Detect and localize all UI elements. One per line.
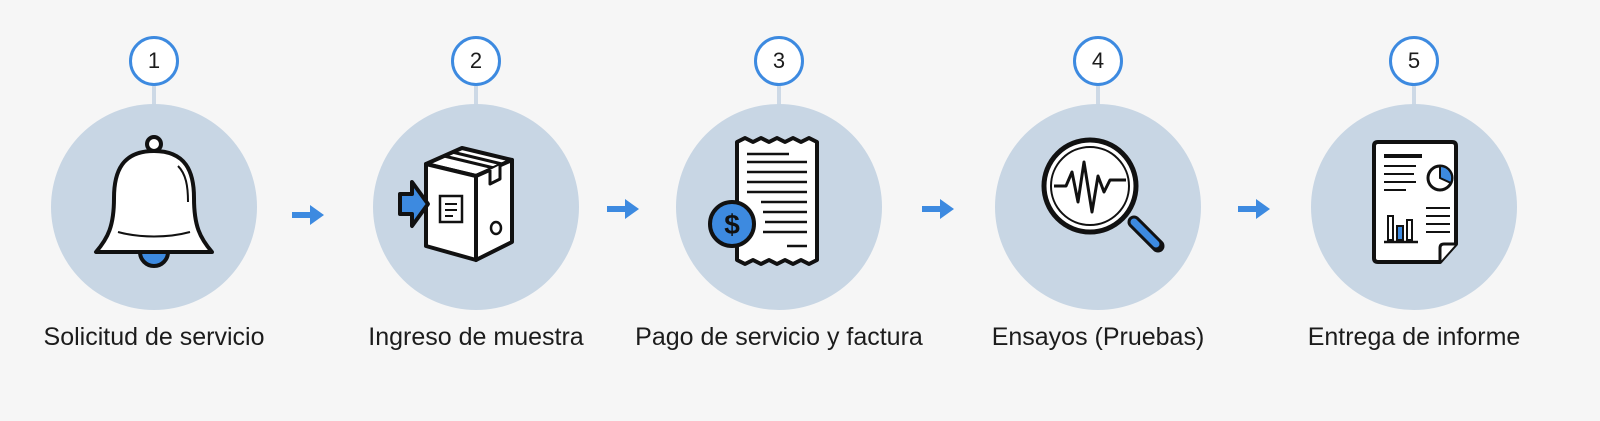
svg-text:$: $ [724,209,740,240]
step-number-badge: 3 [754,36,804,86]
magnifier-graph-icon [1041,137,1165,253]
step-5: 5 Entrega de informe [1284,0,1544,421]
bell-icon [94,135,214,268]
step-1: 1 Solicitud de servicio [24,0,284,421]
step-number-badge: 2 [451,36,501,86]
step-label: Ensayos (Pruebas) [991,323,1205,351]
arrow-right-icon [922,199,954,219]
step-label: Ingreso de muestra [368,323,584,351]
connector-stem [474,86,478,106]
step-number-badge: 1 [129,36,179,86]
report-icon [1372,140,1458,264]
package-icon [398,146,514,262]
arrow-right-icon [292,205,324,225]
connector-stem [1412,86,1416,106]
step-label: Solicitud de servicio [43,323,265,351]
step-label: Entrega de informe [1307,323,1521,351]
step-2: 2 Ingreso de muestra [346,0,606,421]
step-4: 4 Ensayos (Pruebas) [968,0,1228,421]
arrow-right-icon [1238,199,1270,219]
connector-stem [152,86,156,106]
connector-stem [777,86,781,106]
step-number-badge: 4 [1073,36,1123,86]
step-label: Pago de servicio y factura [635,323,923,351]
step-3: 3 $ Pago de servicio y factura [635,0,923,421]
step-number-badge: 5 [1389,36,1439,86]
connector-stem [1096,86,1100,106]
arrow-right-icon [607,199,639,219]
receipt-icon: $ [708,136,819,266]
